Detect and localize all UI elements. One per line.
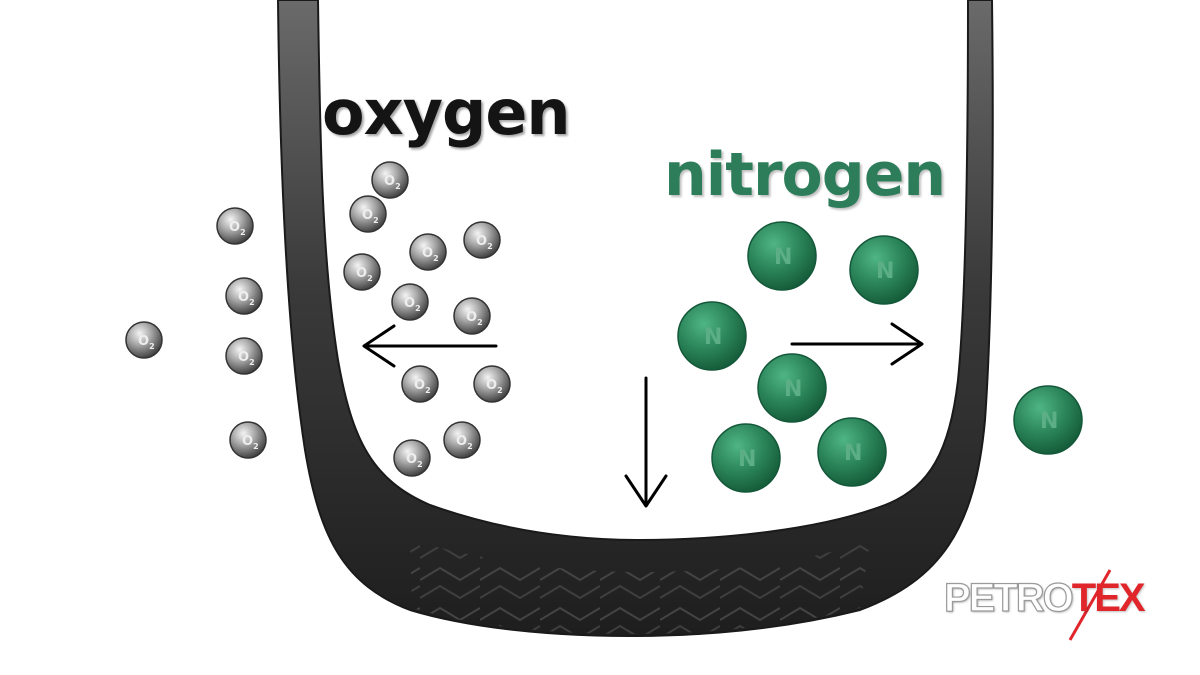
nitrogen-symbol: N bbox=[738, 447, 756, 472]
oxygen-molecule: O2 bbox=[349, 195, 387, 233]
oxygen-molecule: O2 bbox=[473, 365, 511, 403]
arrow-right-icon bbox=[790, 322, 924, 366]
nitrogen-molecule: N bbox=[747, 221, 817, 291]
nitrogen-molecules: N N N N N N N bbox=[677, 221, 1083, 493]
nitrogen-symbol: N bbox=[774, 245, 792, 270]
nitrogen-molecule: N bbox=[757, 353, 827, 423]
nitrogen-molecule: N bbox=[1013, 385, 1083, 455]
nitrogen-molecule: N bbox=[817, 417, 887, 487]
oxygen-molecule: O2 bbox=[229, 421, 267, 459]
oxygen-molecule: O2 bbox=[409, 233, 447, 271]
oxygen-molecule: O2 bbox=[453, 297, 491, 335]
nitrogen-label: nitrogen bbox=[664, 140, 946, 210]
nitrogen-symbol: N bbox=[704, 325, 722, 350]
nitrogen-symbol: N bbox=[876, 259, 894, 284]
oxygen-molecule: O2 bbox=[391, 283, 429, 321]
nitrogen-symbol: N bbox=[844, 441, 862, 466]
oxygen-molecule: O2 bbox=[216, 207, 254, 245]
oxygen-label: oxygen bbox=[322, 76, 571, 149]
arrow-down-icon bbox=[624, 376, 668, 508]
nitrogen-molecule: N bbox=[677, 301, 747, 371]
tire-wall bbox=[276, 0, 994, 638]
nitrogen-molecule: N bbox=[849, 235, 919, 305]
oxygen-molecule: O2 bbox=[343, 253, 381, 291]
oxygen-molecule: O2 bbox=[393, 439, 431, 477]
oxygen-molecule: O2 bbox=[401, 365, 439, 403]
oxygen-molecule: O2 bbox=[225, 337, 263, 375]
nitrogen-symbol: N bbox=[1040, 409, 1058, 434]
oxygen-molecule: O2 bbox=[463, 221, 501, 259]
oxygen-molecule: O2 bbox=[371, 161, 409, 199]
petrotex-logo: PETROTEX bbox=[943, 576, 1146, 620]
oxygen-molecule: O2 bbox=[225, 277, 263, 315]
nitrogen-symbol: N bbox=[784, 377, 802, 402]
oxygen-molecule: O2 bbox=[443, 421, 481, 459]
arrow-left-icon bbox=[362, 324, 498, 368]
oxygen-molecule: O2 bbox=[125, 321, 163, 359]
logo-part-tex: TEX bbox=[1071, 576, 1146, 620]
logo-part-petro: PETRO bbox=[943, 576, 1074, 620]
nitrogen-molecule: N bbox=[711, 423, 781, 493]
logo-slash-icon bbox=[1068, 569, 1112, 641]
